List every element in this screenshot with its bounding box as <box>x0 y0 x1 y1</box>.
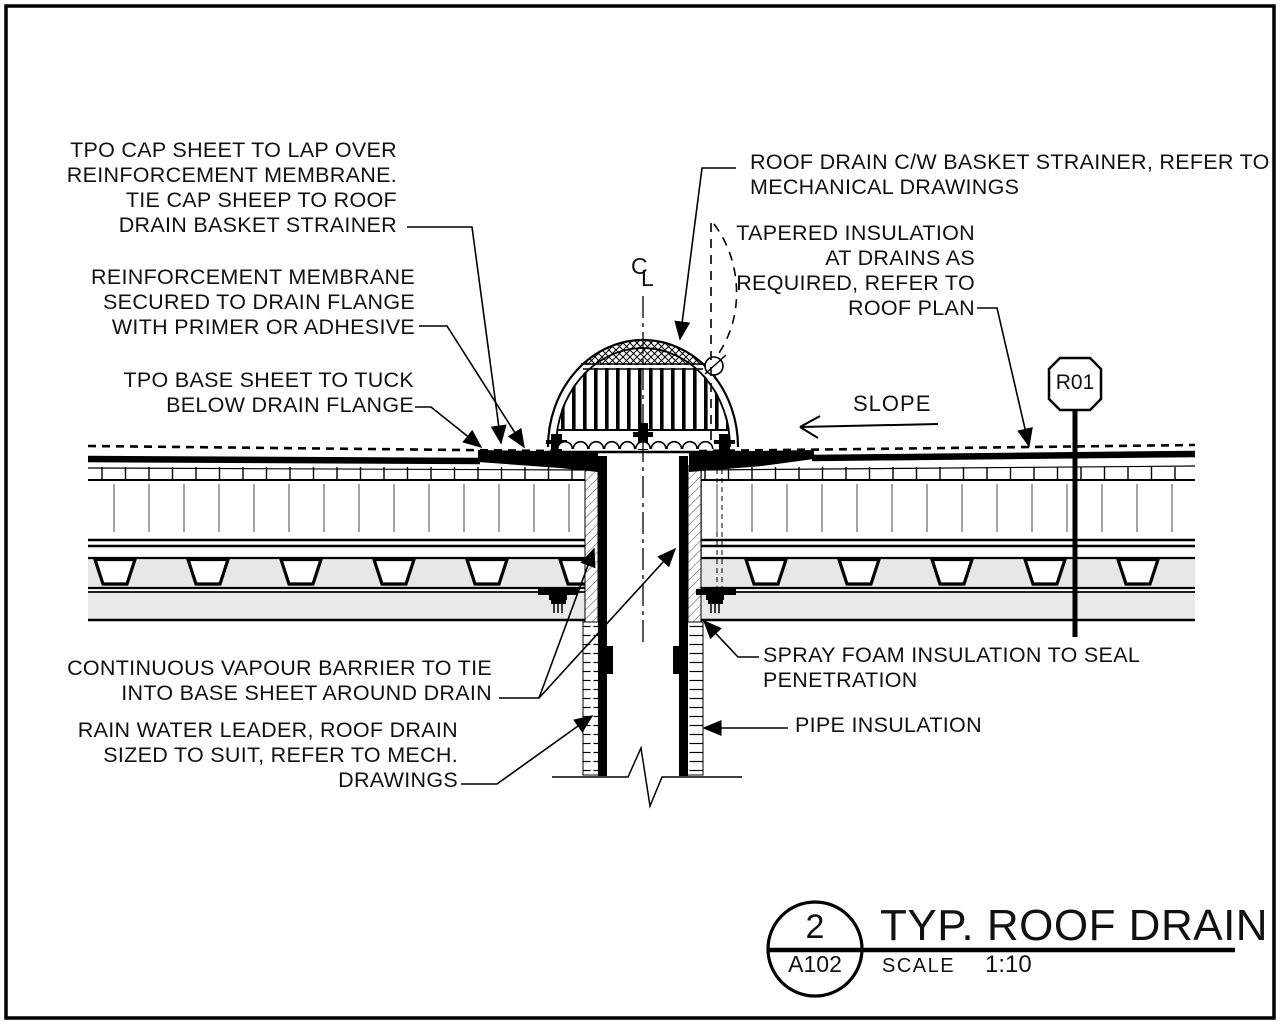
rain-water-leader-pipe <box>478 450 814 809</box>
note-line: TPO BASE SHEET TO TUCK <box>123 368 414 392</box>
note-line: BELOW DRAIN FLANGE <box>166 393 414 417</box>
roof-assembly <box>87 443 1196 622</box>
underdeck-clamp-left <box>538 589 578 613</box>
note-line: REQUIRED, REFER TO <box>736 271 975 295</box>
pipe-wall-left <box>598 456 607 776</box>
leader-rwl <box>461 715 594 785</box>
detail-number: 2 <box>805 908 825 946</box>
strainer-bolt-left <box>546 434 567 454</box>
detail-title: TYP. ROOF DRAIN <box>880 901 1269 950</box>
note-line: SECURED TO DRAIN FLANGE <box>103 290 415 314</box>
metal-deck-left <box>88 558 598 588</box>
leader-tpo-cap <box>407 226 507 445</box>
note-line: WITH PRIMER OR ADHESIVE <box>111 315 415 339</box>
leader-lines <box>407 167 1033 785</box>
note-line: CONTINUOUS VAPOUR BARRIER TO TIE <box>67 656 492 680</box>
drain-flange-right <box>689 450 814 472</box>
roof-membrane-left <box>87 455 481 465</box>
note-line: TAPERED INSULATION <box>736 221 975 245</box>
spray-foam-left <box>584 465 599 623</box>
note-line: ROOF DRAIN C/W BASKET STRAINER, REFER TO <box>750 150 1270 174</box>
pipe-insulation-right <box>686 621 704 776</box>
note-line: SIZED TO SUIT, REFER TO MECH. <box>103 743 458 767</box>
leader-tapered <box>977 307 1033 448</box>
slope-arrow <box>799 415 939 439</box>
underdeck-clamp-right <box>696 589 736 613</box>
revision-tag-label: R01 <box>1055 371 1095 394</box>
leader-roof-drain <box>674 167 736 341</box>
note-spray-foam: SPRAY FOAM INSULATION TO SEAL PENETRATIO… <box>763 643 1140 693</box>
leader-tpo-base <box>415 406 483 448</box>
pipe-break-symbol <box>552 745 742 809</box>
leader-reinforcement <box>419 325 525 449</box>
leader-tapered-dashed-arc <box>713 223 738 354</box>
centerline-symbol-l: L <box>641 265 654 291</box>
slope-label: SLOPE <box>853 391 932 416</box>
leader-vapour-b <box>538 547 677 699</box>
note-line: TPO CAP SHEET TO LAP OVER <box>70 138 397 162</box>
scale-value: 1:10 <box>985 951 1032 978</box>
note-line: PENETRATION <box>763 668 918 692</box>
note-tpo-cap-sheet: TPO CAP SHEET TO LAP OVER REINFORCEMENT … <box>67 138 397 238</box>
detail-bubble <box>766 900 1235 998</box>
note-line: DRAIN BASKET STRAINER <box>118 213 397 237</box>
roof-membrane-right <box>811 450 1196 462</box>
metal-deck-right <box>689 558 1195 588</box>
note-line: PIPE INSULATION <box>795 713 982 737</box>
note-roof-drain: ROOF DRAIN C/W BASKET STRAINER, REFER TO… <box>750 150 1270 200</box>
scale-label: SCALE <box>882 955 956 977</box>
note-line: MECHANICAL DRAWINGS <box>750 175 1020 199</box>
detail-bubble-circle <box>766 900 864 998</box>
drain-flange-left <box>478 450 598 472</box>
note-rain-water-leader: RAIN WATER LEADER, ROOF DRAIN SIZED TO S… <box>78 718 458 793</box>
note-vapour-barrier: CONTINUOUS VAPOUR BARRIER TO TIE INTO BA… <box>67 656 492 706</box>
note-tpo-base-sheet: TPO BASE SHEET TO TUCK BELOW DRAIN FLANG… <box>123 368 414 418</box>
leader-spray-foam <box>702 619 759 658</box>
pipe-insulation-left <box>582 621 600 776</box>
note-reinforcement-membrane: REINFORCEMENT MEMBRANE SECURED TO DRAIN … <box>91 265 415 340</box>
sheet-number: A102 <box>788 951 842 977</box>
strainer-bolt-right <box>714 434 735 454</box>
note-pipe-insulation: PIPE INSULATION <box>795 713 982 738</box>
note-line: INTO BASE SHEET AROUND DRAIN <box>121 681 492 705</box>
spray-foam-right <box>687 465 702 623</box>
note-line: DRAWINGS <box>338 768 458 792</box>
note-line: REINFORCEMENT MEMBRANE. <box>66 163 397 187</box>
revision-tag-octagon <box>1047 356 1103 412</box>
note-line: ROOF PLAN <box>848 296 975 320</box>
centerline-symbol: C <box>631 253 648 279</box>
note-line: SPRAY FOAM INSULATION TO SEAL <box>763 643 1141 667</box>
note-line: REINFORCEMENT MEMBRANE <box>91 265 415 289</box>
revision-tag <box>1047 356 1103 637</box>
sheet-border <box>4 4 1276 1020</box>
note-line: AT DRAINS AS <box>825 246 975 270</box>
structure-band-right <box>689 592 1195 620</box>
note-line: RAIN WATER LEADER, ROOF DRAIN <box>77 718 458 742</box>
decoration-marks <box>101 440 1176 532</box>
note-line: TIE CAP SHEEP TO ROOF <box>125 188 397 212</box>
pipe-wall-right <box>679 456 688 776</box>
structure-band-left <box>88 592 598 620</box>
note-tapered-insulation: TAPERED INSULATION AT DRAINS AS REQUIRED… <box>736 221 975 321</box>
